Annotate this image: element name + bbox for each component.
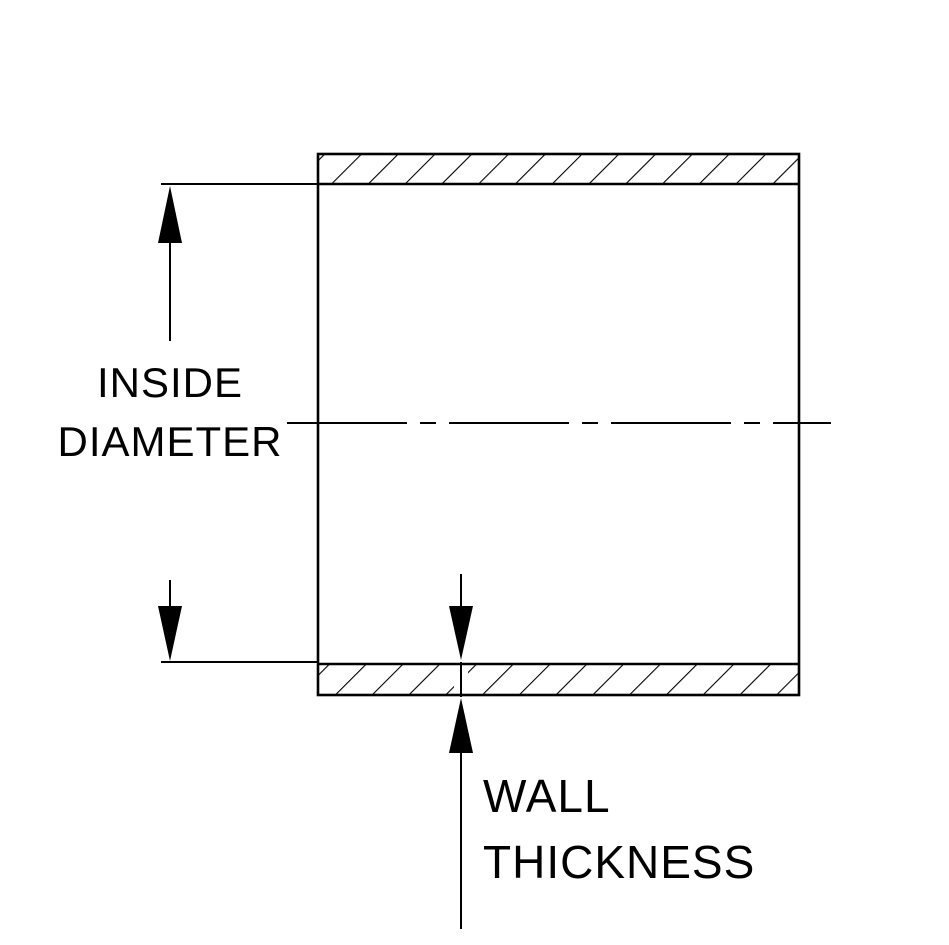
inside-diameter-label-line1: INSIDE [97,359,243,406]
inside-diameter-arrow-up [158,186,182,243]
wall-thickness-label-line2: THICKNESS [483,836,755,888]
inside-diameter-label-line2: DIAMETER [57,418,282,465]
bottom-wall-hatch [318,664,799,695]
inside-diameter-arrow-down [158,606,182,661]
wall-thickness-arrow-down [449,606,473,660]
wall-thickness-label-line1: WALL [483,770,611,822]
wall-thickness-arrow-up [449,698,473,753]
top-wall-hatch [318,154,799,184]
tube-outline [316,152,801,697]
